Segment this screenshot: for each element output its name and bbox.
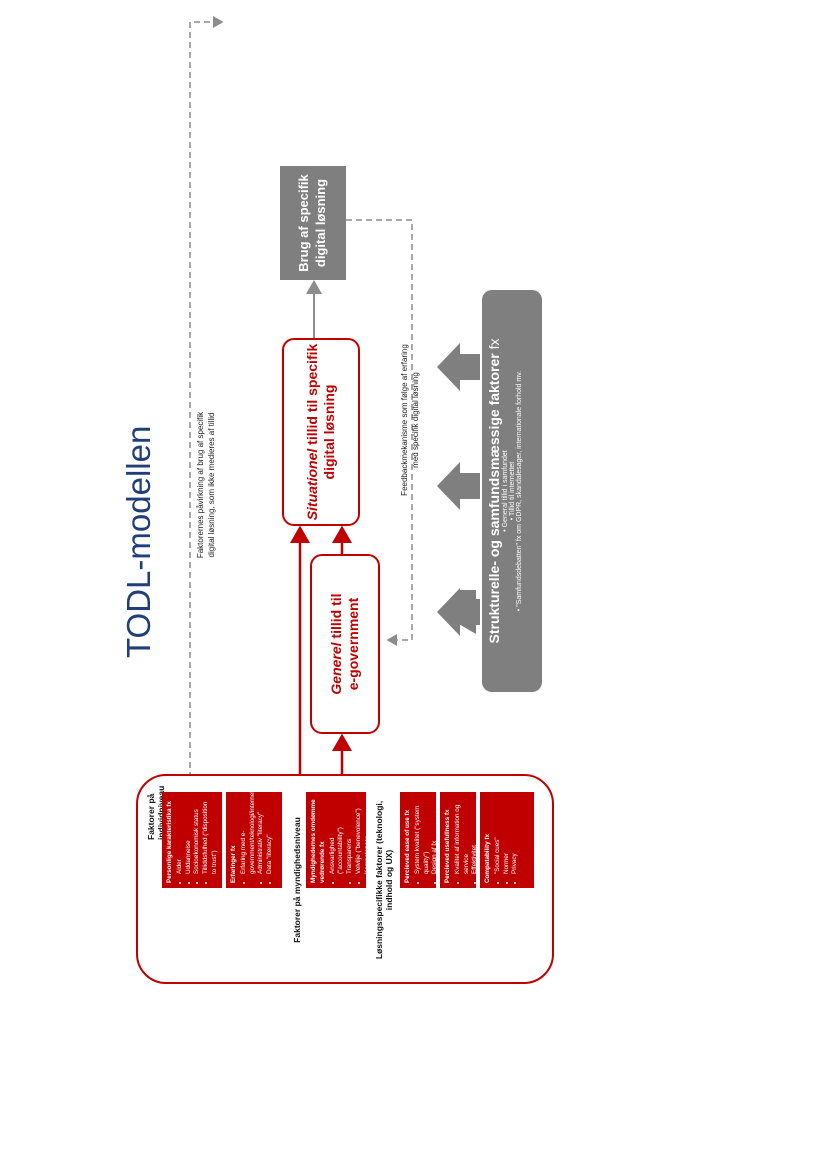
myndighed-box: Myndighedernes omdømme vedrørende fx Ans… xyxy=(306,792,371,888)
note-direct-line-2: digital løsning, som ikke medieres af ti… xyxy=(206,412,216,558)
list-item: Kvalitet af information og service xyxy=(454,797,472,874)
situational-trust-text: tillid til specifik xyxy=(304,343,321,449)
individ-box-2-heading: Erfaringer fx xyxy=(230,845,237,883)
structural-arrow-2 xyxy=(437,462,480,510)
list-item: Administrativ "literacy" xyxy=(257,797,266,874)
loesning-box-2-heading: Percieved usefullness fx xyxy=(444,809,451,884)
usage-line-1: Brug af specifik xyxy=(296,174,312,272)
list-item: System kvalitet ("system quality") xyxy=(414,797,432,874)
list-item: Velvilje ("benevolence") xyxy=(355,797,364,874)
structural-title: Strukturelle- og samfundsmæssige faktore… xyxy=(486,290,502,692)
structural-title-suffix: fx xyxy=(486,338,502,354)
note-feedback: Feedbackmekanisme som følge af erfaring … xyxy=(400,320,422,520)
list-item: Ansvarlighed ("accountability") xyxy=(329,797,347,874)
structural-factors-panel: Strukturelle- og samfundsmæssige faktore… xyxy=(482,290,542,692)
list-item: "Social cues" xyxy=(494,797,503,874)
individ-box-1-heading: Personlige karakteristika fx xyxy=(166,801,173,883)
list-item: Data "literacy" xyxy=(266,797,275,874)
note-feedback-line-1: Feedbackmekanisme som følge af erfaring xyxy=(400,344,409,496)
situational-trust-text-2: digital løsning xyxy=(321,384,337,480)
individ-box-1: Personlige karakteristika fx Alder Uddan… xyxy=(162,792,222,888)
myndighed-heading: Faktorer på myndighedsniveau xyxy=(292,817,302,943)
dashed-direct-path xyxy=(189,16,224,778)
situational-trust-box: Situationel tillid til specifik digital … xyxy=(282,338,360,526)
note-direct-line-1: Faktorernes påvirkning af brug af specif… xyxy=(196,411,205,559)
individ-box-2: Erfaringer fx Erfaring med e-government/… xyxy=(226,791,282,888)
general-trust-box: Generel tillid til e-government xyxy=(310,554,380,734)
loesning-heading: Løsningsspecifikke faktorer (teknologi, … xyxy=(374,800,395,960)
list-item: Normer xyxy=(503,797,512,874)
structural-arrow-3 xyxy=(437,343,480,391)
general-trust-italic: Generel xyxy=(328,642,345,695)
note-direct-influence: Faktorernes påvirkning af brug af specif… xyxy=(196,380,218,590)
general-trust-text-2: e-government xyxy=(345,597,361,691)
structural-item: General tillid i samfundet xyxy=(502,290,509,692)
usage-box: Brug af specifik digital løsning xyxy=(280,166,346,280)
general-trust-text: tillid til xyxy=(328,593,345,643)
list-item: Effektivitet xyxy=(471,797,480,874)
loesning-box-2: Percieved usefullness fx Kvalitet af inf… xyxy=(440,792,478,888)
list-item: Alder xyxy=(176,797,185,874)
structural-arrow-1b xyxy=(437,588,480,636)
list-item: Socioøkonomisk status xyxy=(193,797,202,874)
loesning-box-3: Compatability fx "Social cues" Normer Pr… xyxy=(480,792,534,888)
list-item: Erfaring med e-government/teknologi/inte… xyxy=(240,791,258,874)
loesning-box-3-heading: Compatability fx xyxy=(484,834,491,883)
list-item: Privacy xyxy=(511,797,520,874)
list-item: Kompetencer xyxy=(364,797,373,874)
list-item: Tilliddsfulhed ("disposition to trust") xyxy=(202,797,220,874)
list-item: Transparens xyxy=(346,797,355,874)
note-feedback-line-2: med specifik digital løsning xyxy=(410,372,420,468)
structural-item: "Samfundsdebatten" fx om GDPR, skandales… xyxy=(516,290,523,692)
structural-title-bold: Strukturelle- og samfundsmæssige faktore… xyxy=(486,353,502,644)
dashed-feedback-path xyxy=(346,219,413,646)
situational-trust-italic: Situationel xyxy=(304,448,321,521)
loesning-box-1: Percieved ease of use fx System kvalitet… xyxy=(400,792,447,888)
usage-line-2: digital løsning xyxy=(313,178,328,268)
myndighed-box-heading: Myndighedernes omdømme vedrørende fx xyxy=(310,799,326,883)
structural-items: General tillid i samfundet Tillid til in… xyxy=(502,290,523,692)
list-item: Uddannelse xyxy=(185,797,194,874)
structural-item: Tillid til internettet xyxy=(509,290,516,692)
loesning-box-1-heading: Percieved ease of use fx xyxy=(404,809,411,883)
